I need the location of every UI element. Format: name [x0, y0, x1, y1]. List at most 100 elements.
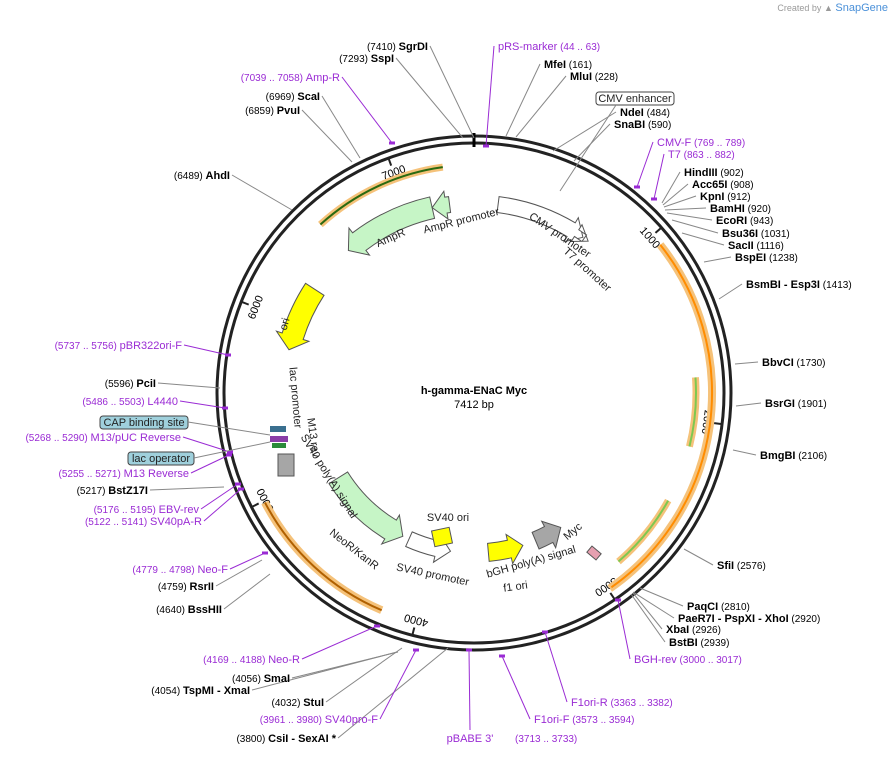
enzyme-position: (1238): [766, 253, 798, 264]
enzyme-leader: [671, 219, 719, 234]
primer-range: (5122 .. 5141): [85, 517, 150, 528]
enzyme-name: TspMI - XmaI: [183, 685, 250, 697]
primer-leader: [183, 344, 229, 356]
enzyme-leader: [251, 651, 398, 691]
primer-range-text: (3713 .. 3733): [515, 734, 577, 745]
enzyme-position: (6859): [245, 106, 277, 117]
credit-brand: SnapGene: [835, 2, 888, 14]
snapgene-credit: Created by ▲ SnapGene: [777, 2, 888, 14]
sv40-polya-box: [277, 453, 295, 477]
enzyme-position: (902): [718, 168, 744, 179]
enzyme-leader: [395, 57, 464, 139]
enzyme-name: RsrII: [190, 581, 214, 593]
enzyme-position: (5217): [77, 486, 109, 497]
enzyme-name: MluI: [570, 71, 592, 83]
primer-leader: [179, 400, 226, 409]
primer-label: (5737 .. 5756) pBR322ori-F: [55, 340, 183, 352]
enzyme-leader: [664, 207, 707, 211]
enzyme-position: (4054): [151, 686, 183, 697]
ampr-promoter-arrow: [431, 189, 452, 221]
primer-label: (4779 .. 4798) Neo-F: [132, 564, 228, 576]
inner-orf2-highlight: [616, 498, 672, 565]
enzyme-position: (4056): [232, 674, 264, 685]
enzyme-site-label: BmgBI (2106): [760, 450, 827, 462]
neo-orf-line: [264, 502, 383, 612]
enzyme-site-label: MfeI (161): [544, 59, 592, 71]
enzyme-position: (1413): [820, 280, 852, 291]
feature-label: SV40 promoter: [395, 562, 470, 589]
enzyme-site-label: PaeR7I - PspXI - XhoI (2920): [678, 613, 820, 625]
primer-leader: [190, 454, 230, 474]
enzyme-leader: [223, 573, 271, 610]
feature-label: AmpR promoter: [422, 206, 501, 237]
t7-promoter-arrow: [570, 223, 589, 243]
primer-name: CMV-F: [657, 137, 692, 149]
boxed-feature-box: [127, 451, 195, 466]
primer-label: (7039 .. 7058) Amp-R: [241, 72, 340, 84]
lac-promoter-box: [270, 426, 286, 432]
enzyme-leader: [515, 75, 567, 138]
enzyme-position: (4759): [158, 582, 190, 593]
enzyme-leader: [632, 592, 663, 630]
primer-label: F1ori-R (3363 .. 3382): [571, 697, 673, 709]
primer-range: (3363 .. 3382): [608, 698, 673, 709]
enzyme-leader: [325, 647, 403, 703]
enzyme-site-label: BspEI (1238): [735, 252, 798, 264]
enzyme-leader: [683, 548, 714, 566]
feature-label: M13 rev: [304, 417, 321, 459]
boxed-feature-leader: [187, 421, 271, 436]
primer-name: SV40pro-F: [325, 714, 378, 726]
enzyme-leader: [321, 95, 361, 159]
myc-tag-box: [586, 545, 602, 561]
primer-label: BGH-rev (3000 .. 3017): [634, 654, 742, 666]
enzyme-position: (2920): [789, 614, 821, 625]
enzyme-leader: [429, 45, 475, 139]
enzyme-site-label: HindIII (902): [684, 167, 744, 179]
inner-orf-arrow: [688, 377, 697, 447]
enzyme-name: BssHII: [188, 604, 222, 616]
primer-range: (4779 .. 4798): [132, 565, 197, 576]
enzyme-site-label: BamHI (920): [710, 203, 771, 215]
primer-range: (44 .. 63): [557, 42, 600, 53]
primer-name: L4440: [147, 396, 178, 408]
enzyme-site-label: (6969) ScaI: [266, 91, 320, 103]
primer-label: (3961 .. 3980) SV40pro-F: [260, 714, 379, 726]
enzyme-position: (2576): [734, 561, 766, 572]
enzyme-site-label: (4032) StuI: [272, 697, 324, 709]
enzyme-leader: [661, 171, 681, 204]
primer-leader: [379, 649, 417, 720]
enzyme-position: (7410): [367, 42, 399, 53]
enzyme-name: BmgBI: [760, 450, 795, 462]
enzyme-site-label: (7410) SgrDI: [367, 41, 428, 53]
enzyme-leader: [732, 449, 757, 456]
ruler-tick-label: 4000: [403, 611, 430, 629]
primer-name: Neo-R: [268, 654, 300, 666]
enzyme-name: CsiI - SexAI *: [268, 733, 337, 745]
enzyme-site-label: SfiI (2576): [717, 560, 766, 572]
enzyme-position: (1730): [794, 358, 826, 369]
enzyme-name: XbaI: [666, 624, 689, 636]
leader-lines: [99, 45, 762, 739]
primer-range: (5486 .. 5503): [82, 397, 147, 408]
bgh-polya-arrow: [531, 520, 562, 550]
primer-label: T7 (863 .. 882): [668, 149, 735, 161]
primer-name: M13 Reverse: [124, 468, 189, 480]
enzyme-name: MfeI: [544, 59, 566, 71]
primer-leader: [203, 488, 242, 522]
enzyme-name: BamHI: [710, 203, 745, 215]
primer-leader: [485, 45, 495, 147]
enzyme-site-label: BstBI (2939): [669, 637, 729, 649]
enzyme-name: Acc65I: [692, 179, 727, 191]
primer-label: F1ori-F (3573 .. 3594): [534, 714, 635, 726]
enzyme-name: SnaBI: [614, 119, 645, 131]
enzyme-leader: [632, 591, 675, 619]
primer-name: pBR322ori-F: [120, 340, 183, 352]
primer-name: Neo-F: [197, 564, 228, 576]
enzyme-position: (1031): [758, 229, 790, 240]
primer-range: (5737 .. 5756): [55, 341, 120, 352]
enzyme-leader: [149, 486, 225, 491]
enzyme-position: (920): [745, 204, 771, 215]
primer-name: pRS-marker: [498, 41, 558, 53]
enzyme-name: Bsu36I: [722, 228, 758, 240]
